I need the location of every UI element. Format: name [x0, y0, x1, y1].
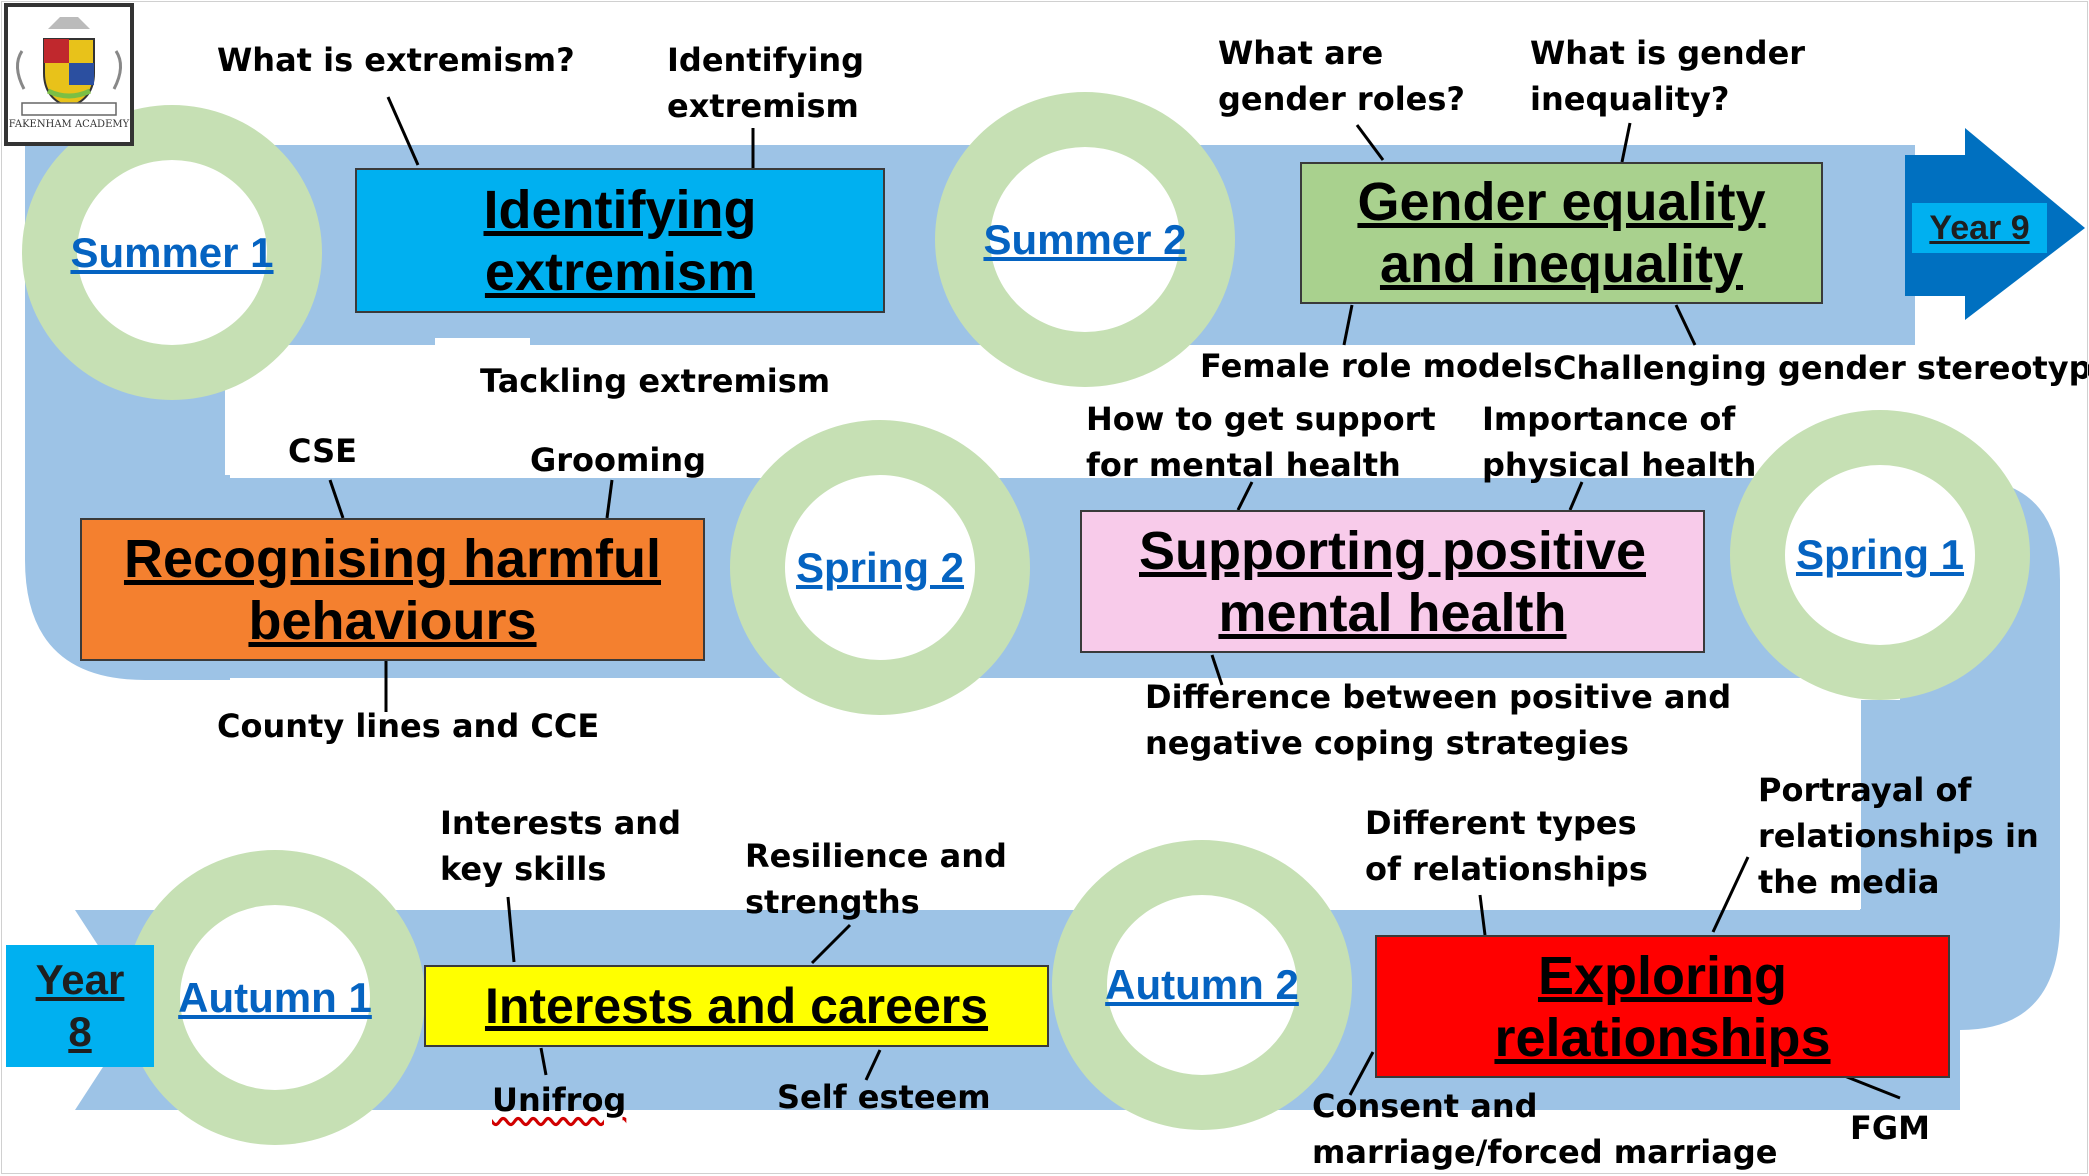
term-label[interactable]: Spring 2: [795, 543, 965, 591]
subtopic-label: County lines and CCE: [217, 707, 600, 745]
subtopic-label: Self esteem: [777, 1078, 991, 1116]
subtopic-label: Importance of physical health: [1482, 400, 1757, 484]
subtopic-label: What is extremism?: [217, 41, 575, 79]
logo-text: FAKENHAM ACADEMY: [8, 119, 130, 130]
subtopic-label: Grooming: [530, 441, 707, 479]
subtopic-label: Resilience and strengths: [745, 837, 1007, 921]
topic-title: Recognising harmful behaviours: [123, 528, 662, 651]
year-8-text: Year 8: [35, 956, 125, 1055]
topic-box-mental-health: Supporting positive mental health: [1080, 510, 1705, 653]
subtopic-label: Female role models: [1200, 347, 1553, 385]
topic-title: Gender equality and inequality: [1357, 172, 1766, 294]
term-circle-spring-2: Spring 2: [730, 420, 1030, 715]
subtopic-label: FGM: [1850, 1109, 1930, 1147]
road-right-gap: [1565, 679, 1861, 909]
crest-icon: [16, 17, 122, 116]
topic-title: Interests and careers: [484, 978, 989, 1034]
subtopic-label: What are gender roles?: [1218, 34, 1465, 118]
year-8-label: Year 8: [6, 945, 154, 1067]
road-top-notch: [435, 338, 530, 368]
topic-title: Supporting positive mental health: [1139, 520, 1646, 643]
term-label[interactable]: Summer 2: [983, 215, 1187, 263]
topic-box-interests-careers: Interests and careers: [424, 965, 1049, 1047]
subtopic-label: Tackling extremism: [480, 362, 831, 400]
term-label[interactable]: Autumn 2: [1105, 961, 1299, 1008]
subtopic-label: How to get support for mental health: [1086, 400, 1436, 484]
term-circle-spring-1: Spring 1: [1730, 410, 2030, 700]
term-label[interactable]: Autumn 1: [178, 973, 372, 1021]
subtopic-label: What is gender inequality?: [1530, 34, 1806, 118]
subtopic-label: Unifrog: [492, 1081, 627, 1119]
term-circle-autumn-1: Autumn 1: [125, 850, 425, 1145]
subtopic-label: Difference between positive and negative…: [1145, 678, 1732, 762]
topic-box-exploring-relationships: Exploring relationships: [1375, 935, 1950, 1078]
subtopic-label: Portrayal of relationships in the media: [1758, 771, 2039, 901]
term-circle-autumn-2: Autumn 2: [1052, 840, 1352, 1130]
year-9-label: Year 9: [1912, 203, 2047, 253]
subtopic-label: Identifying extremism: [667, 41, 864, 125]
subtopic-label: Different types of relationships: [1365, 804, 1648, 888]
topic-box-gender-equality: Gender equality and inequality: [1300, 162, 1823, 304]
topic-title: Identifying extremism: [483, 179, 757, 302]
topic-box-identifying-extremism: Identifying extremism: [355, 168, 885, 313]
subtopic-label: CSE: [288, 432, 357, 470]
term-label[interactable]: Summer 1: [70, 228, 274, 276]
connector-lines: [328, 96, 1901, 1100]
school-logo: FAKENHAM ACADEMY: [4, 3, 134, 146]
term-circle-summer-2: Summer 2: [935, 92, 1235, 387]
term-circle-summer-1: Summer 1: [22, 105, 322, 400]
subtopic-label: Interests and key skills: [440, 804, 681, 888]
topic-title: Exploring relationships: [1494, 945, 1831, 1068]
subtopic-label: Challenging gender stereotypes: [1553, 349, 2089, 387]
term-label[interactable]: Spring 1: [1795, 531, 1965, 578]
subtopic-label: Consent and marriage/forced marriage: [1312, 1087, 1778, 1171]
topic-box-harmful-behaviours: Recognising harmful behaviours: [80, 518, 705, 661]
